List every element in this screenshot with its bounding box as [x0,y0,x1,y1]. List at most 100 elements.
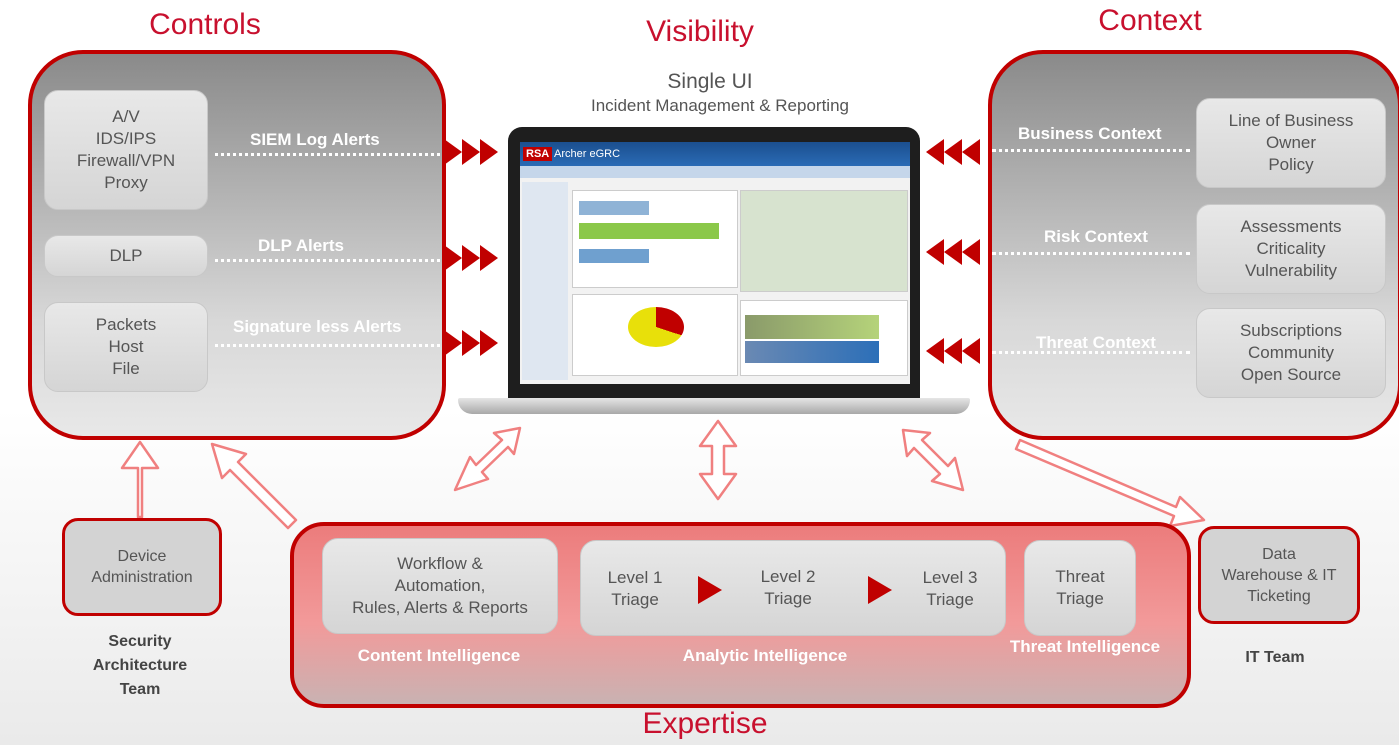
threat-intelligence-label: Threat Intelligence [1009,637,1161,656]
stacked-bar-panel [740,300,908,376]
pie-chart-panel [572,294,738,376]
double-arrow-icon [453,426,522,492]
level-2-triage: Level 2 Triage [748,565,828,611]
business-context-label: Business Context [1018,124,1162,143]
pie-chart [628,307,684,347]
arrow-left-icon [962,338,980,364]
owner-label: Owner [1265,133,1317,152]
packets-label: Packets [95,315,157,334]
signature-dotted-line [215,344,440,347]
line-of-business-label: Line of Business [1228,111,1354,130]
long-arrow-icon [1014,438,1206,528]
arrow-left-icon [962,139,980,165]
vulnerability-label: Vulnerability [1245,261,1337,280]
threat-label: Threat [1055,567,1105,586]
incident-management-subtitle: Incident Management & Reporting [591,96,849,115]
security-architecture-team: Security Architecture Team [70,630,210,702]
arrow-left-icon [944,338,962,364]
app-name: Archer eGRC [554,148,621,160]
visibility-heading: Visibility [646,15,754,48]
level-2-label: Level 2 [760,567,816,586]
arrow-left-icon [926,239,944,265]
chart-bar [745,341,879,363]
dlp-alerts-label: DLP Alerts [258,236,344,255]
arrow-left-icon [944,139,962,165]
business-dotted-line [992,149,1190,152]
level-1-label: Level 1 [607,568,663,587]
criticality-label: Criticality [1256,239,1326,258]
rules-alerts-reports-label: Rules, Alerts & Reports [352,598,528,617]
arrow-right-icon [480,139,498,165]
assessments-label: Assessments [1240,217,1342,236]
map-panel [740,190,908,292]
chart-bar [579,223,719,239]
firewall-vpn-label: Firewall/VPN [76,151,176,170]
app-header [520,142,910,166]
subscriptions-box: Subscriptions Community Open Source [1196,308,1386,398]
up-arrow-icon [120,440,160,519]
host-label: Host [108,337,144,356]
arrow-right-icon [462,330,480,356]
dlp-dotted-line [215,259,440,262]
administration-label: Administration [91,569,193,586]
arrow-right-icon [444,139,462,165]
warehouse-it-label: Warehouse & IT [1221,566,1337,584]
level-3-label: Level 3 [922,568,978,587]
architecture-label: Architecture [92,657,188,674]
app-nav-bar [520,166,910,178]
controls-heading: Controls [149,8,261,41]
dlp-label: DLP [109,246,143,265]
chart-bar [579,201,649,215]
av-ids-firewall-proxy-box: A/V IDS/IPS Firewall/VPN Proxy [44,90,208,210]
line-of-business-box: Line of Business Owner Policy [1196,98,1386,188]
data-warehouse-box: Data Warehouse & IT Ticketing [1198,526,1360,624]
analytic-triage-box [580,540,1006,636]
arrow-right-icon [444,245,462,271]
double-arrow-icon [698,419,738,501]
ids-ips-label: IDS/IPS [95,129,157,148]
policy-label: Policy [1268,155,1314,174]
double-arrow-icon [901,428,965,492]
siem-dotted-line [215,153,440,156]
signature-less-alerts-label: Signature less Alerts [233,317,402,336]
team-label: Team [119,681,161,698]
chart-bar [745,315,879,339]
subscriptions-label: Subscriptions [1239,321,1343,340]
security-label: Security [108,633,172,650]
level-3-triage: Level 3 Triage [910,566,990,612]
community-label: Community [1248,343,1334,362]
automation-label: Automation, [394,576,486,595]
risk-dotted-line [992,252,1190,255]
laptop-base [458,398,970,414]
threat-context-label: Threat Context [1036,333,1156,352]
open-source-label: Open Source [1240,365,1342,384]
arrow-right-icon [462,139,480,165]
arrow-left-icon [926,338,944,364]
rsa-logo: RSA [523,147,553,161]
risk-context-label: Risk Context [1044,227,1148,246]
arrow-right-icon [462,245,480,271]
workflow-label: Workflow & [397,554,483,573]
analytic-intelligence-label: Analytic Intelligence [682,646,848,665]
ticketing-label: Ticketing [1247,587,1311,605]
app-sidebar [522,182,568,380]
diagonal-arrow-icon [210,442,298,530]
arrow-left-icon [962,239,980,265]
arrow-left-icon [944,239,962,265]
threat-dotted-line [992,351,1190,354]
device-administration-box: Device Administration [62,518,222,616]
av-label: A/V [112,107,140,126]
threat-triage-box: Threat Triage [1024,540,1136,636]
file-label: File [112,359,140,378]
context-heading: Context [1098,4,1202,37]
device-label: Device [117,548,167,565]
arrow-left-icon [926,139,944,165]
arrow-right-icon [480,245,498,271]
content-intelligence-label: Content Intelligence [357,646,521,665]
bar-chart-panel [572,190,738,288]
triage-label: Triage [611,590,659,609]
packets-host-file-box: Packets Host File [44,302,208,392]
expertise-heading: Expertise [642,707,768,740]
arrow-right-icon [480,330,498,356]
